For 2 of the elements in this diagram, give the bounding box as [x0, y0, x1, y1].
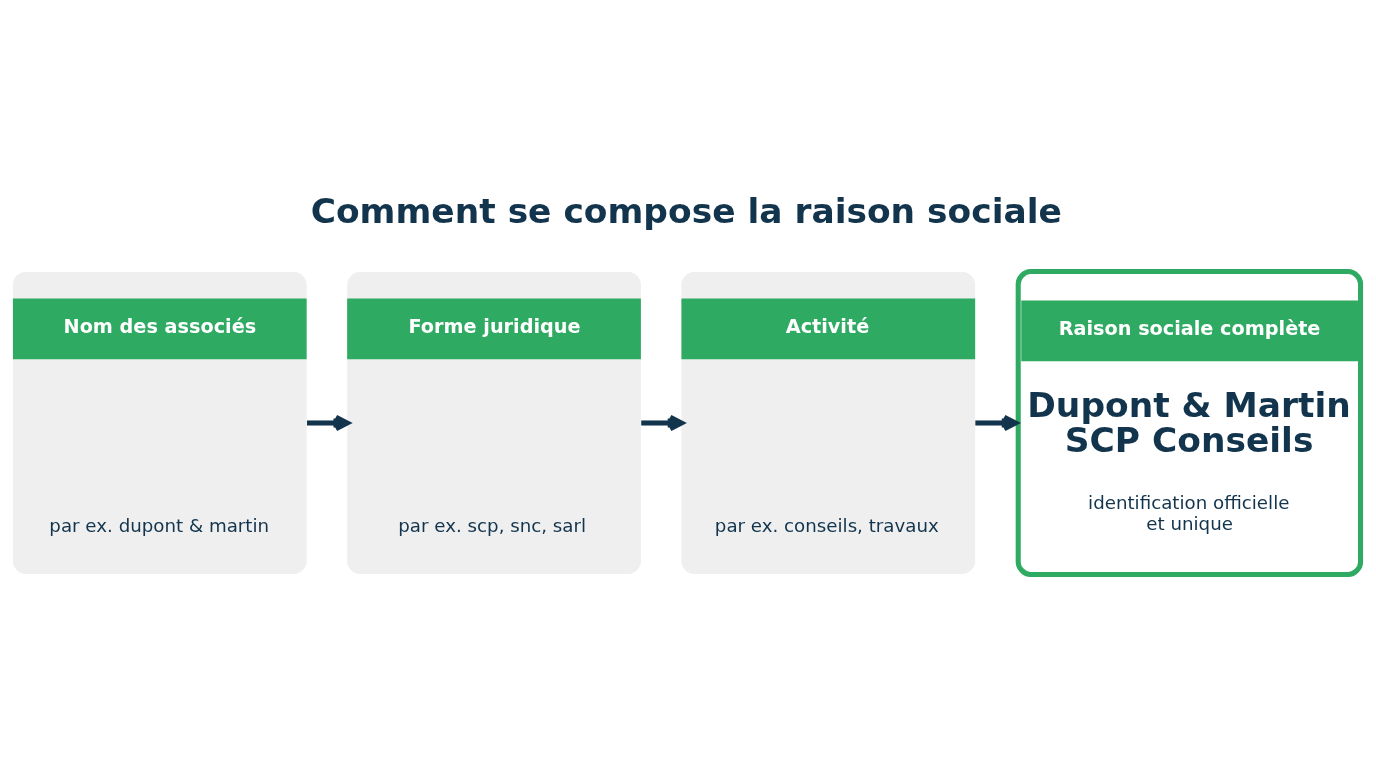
- diagram-title: Comment se compose la raison sociale: [310, 190, 1062, 231]
- arrow: [307, 414, 350, 431]
